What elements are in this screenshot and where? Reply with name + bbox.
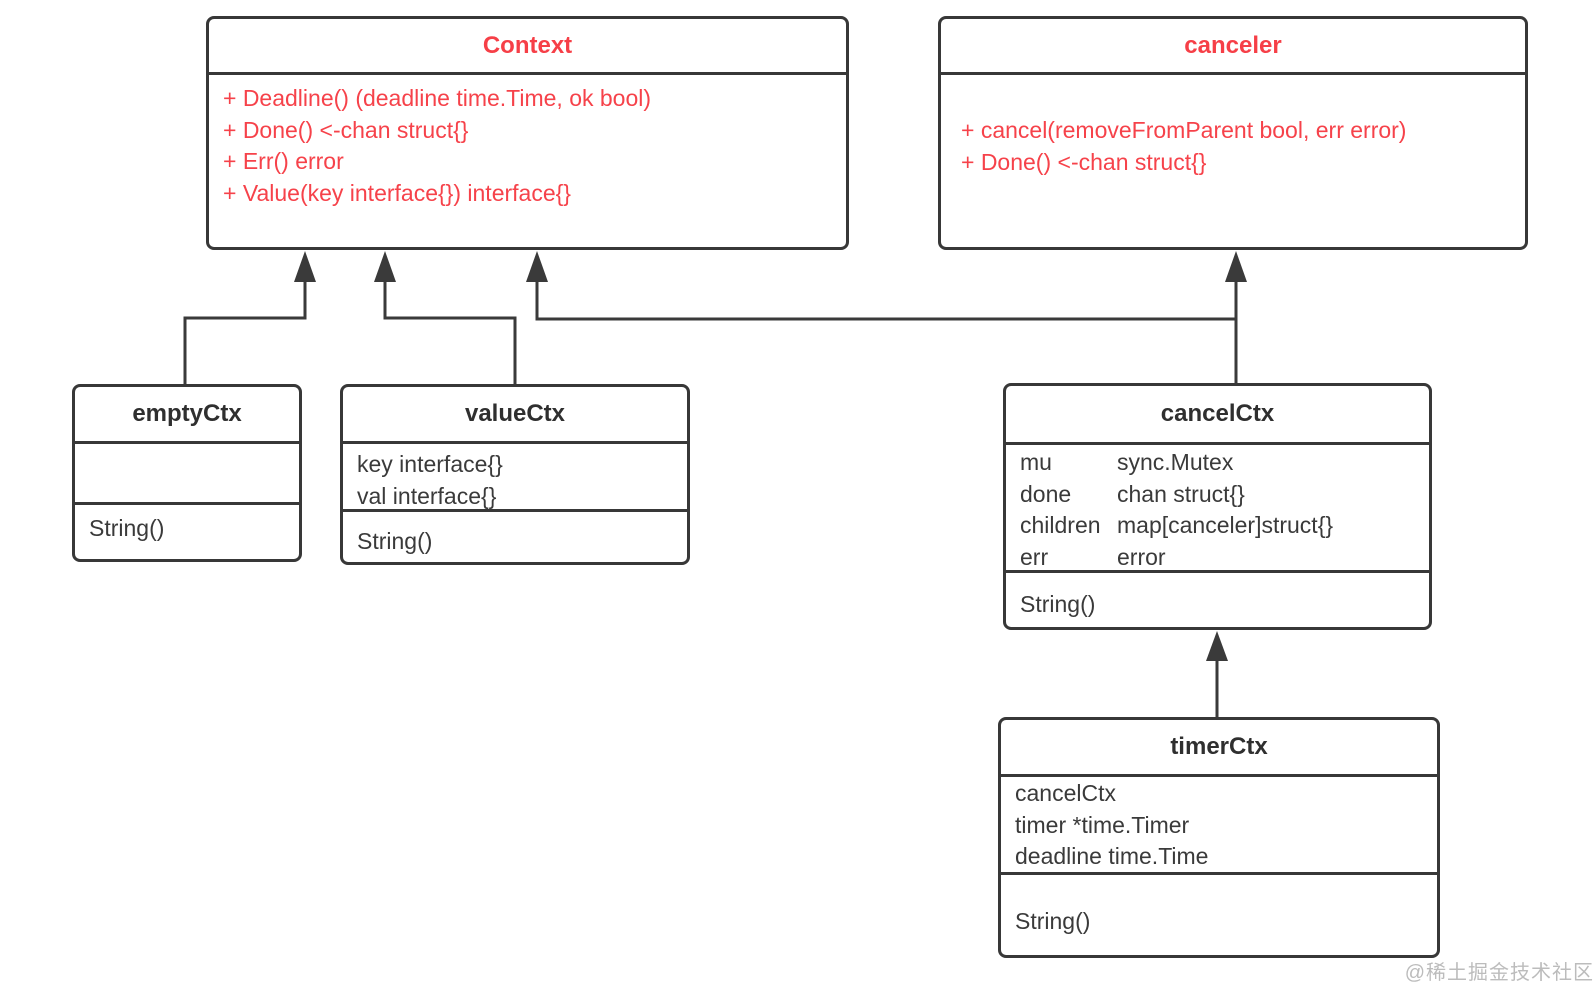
arrowhead-to-cancelctx <box>1206 631 1228 661</box>
class-box-timerctx: timerCtx cancelCtx timer *time.Timer dea… <box>998 717 1440 958</box>
field-row: deadline time.Time <box>1015 843 1209 869</box>
method-row: String() <box>357 528 433 554</box>
method-row: String() <box>89 515 165 541</box>
field-row: cancelCtx <box>1015 780 1116 806</box>
field-name: done <box>1020 480 1072 507</box>
class-title-cancelctx: cancelCtx <box>1160 400 1275 427</box>
class-title-emptyctx: emptyCtx <box>132 400 242 427</box>
field-name: err <box>1020 543 1049 570</box>
class-box-valuectx: valueCtx key interface{} val interface{}… <box>340 384 690 565</box>
arrowhead-to-canceler <box>1225 251 1247 282</box>
field-name: mu <box>1020 449 1052 475</box>
class-box-canceler: canceler + cancel(removeFromParent bool,… <box>938 16 1528 250</box>
class-box-emptyctx: emptyCtx String() <box>72 384 302 562</box>
class-title-valuectx: valueCtx <box>464 400 566 427</box>
class-box-context: Context + Deadline() (deadline time.Time… <box>206 16 849 250</box>
field-name: children <box>1020 512 1101 538</box>
field-type: sync.Mutex <box>1117 449 1234 475</box>
class-box-cancelctx: cancelCtx mu sync.Mutex done chan struct… <box>1003 383 1432 630</box>
edge-cancelctx-to-context <box>535 280 1236 321</box>
class-title-canceler: canceler <box>1184 31 1282 59</box>
class-title-timerctx: timerCtx <box>1170 733 1268 760</box>
arrowhead-to-context-3 <box>526 251 548 282</box>
field-type: map[canceler]struct{} <box>1117 512 1334 538</box>
field-row: key interface{} <box>357 451 503 477</box>
method-row: + Done() <-chan struct{} <box>223 116 469 143</box>
method-row: String() <box>1020 591 1096 617</box>
edge-emptyctx-to-context <box>183 280 307 384</box>
method-row: String() <box>1015 908 1091 934</box>
field-row: done chan struct{} <box>1020 479 1421 511</box>
field-row: val interface{} <box>357 482 497 509</box>
method-row: + Err() error <box>223 148 344 174</box>
field-type: error <box>1117 543 1166 570</box>
method-row: + Value(key interface{}) interface{} <box>223 179 571 206</box>
class-title-context: Context <box>482 31 573 59</box>
watermark: @稀土掘金技术社区 <box>1404 962 1594 984</box>
edge-valuectx-to-context <box>383 280 517 384</box>
field-row: timer *time.Timer <box>1015 811 1190 838</box>
arrowhead-to-context-1 <box>294 251 316 282</box>
method-row: + cancel(removeFromParent bool, err erro… <box>961 117 1407 143</box>
field-row: mu sync.Mutex <box>1020 447 1421 479</box>
field-type: chan struct{} <box>1117 480 1245 507</box>
arrowhead-to-context-2 <box>374 251 396 282</box>
field-row: err error <box>1020 542 1421 571</box>
fields-section-empty <box>75 441 299 502</box>
method-row: + Done() <-chan struct{} <box>961 148 1207 175</box>
method-row: + Deadline() (deadline time.Time, ok boo… <box>223 85 652 111</box>
field-row: children map[canceler]struct{} <box>1020 510 1421 542</box>
